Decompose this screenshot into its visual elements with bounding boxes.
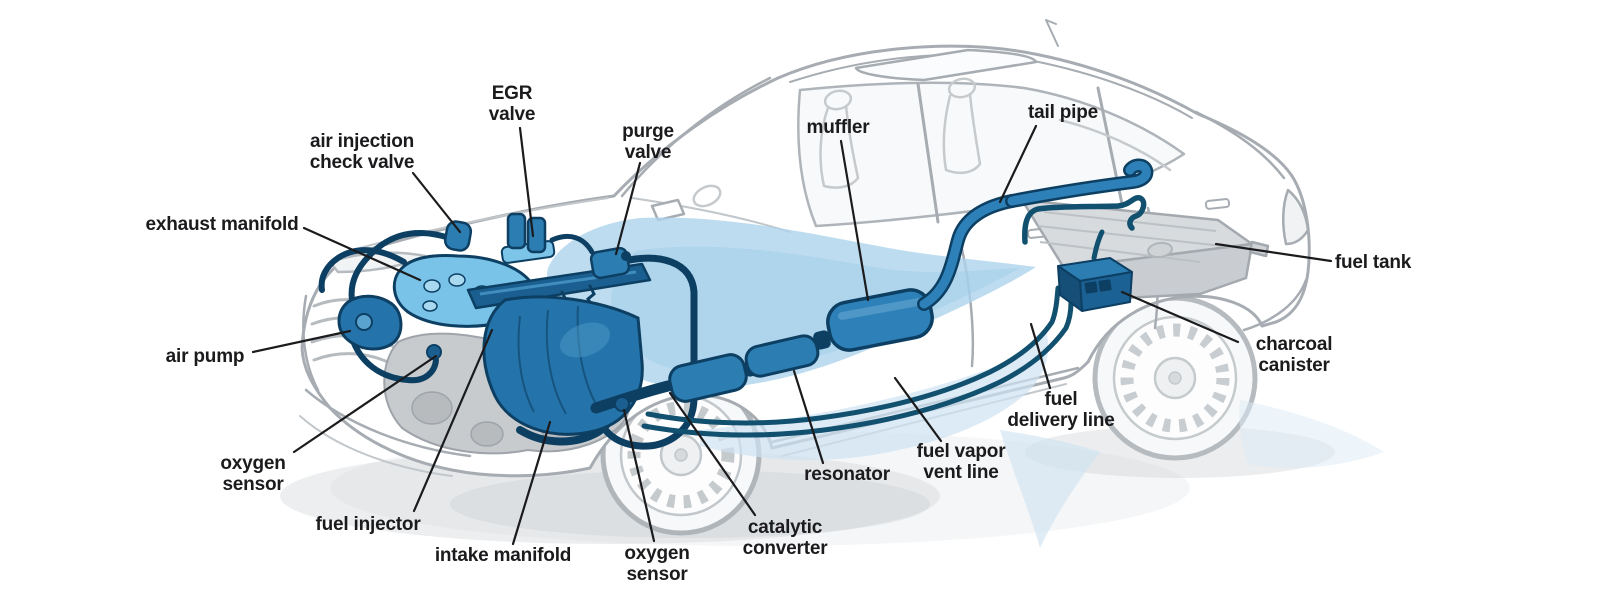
vent-line-over-tank: [1022, 194, 1147, 245]
leader-exhaust-manifold: [302, 226, 422, 282]
door-handle-rear: [1204, 198, 1231, 210]
leader-oxygen-sensor-front: [292, 354, 438, 454]
catalytic-converter-part: [668, 353, 748, 403]
front-bumper-line-1: [304, 388, 472, 458]
headrest-front: [823, 89, 853, 111]
muffler-highlight: [838, 298, 922, 320]
charcoal-canister-part: [1057, 257, 1133, 312]
leader-lines: [251, 124, 1333, 546]
label-exhaust-manifold: exhaust manifold: [145, 214, 299, 235]
resonator-muffler-joint: [813, 330, 831, 350]
leader-fuel-delivery-line: [1029, 322, 1052, 390]
label-tail-pipe: tail pipe: [1028, 102, 1098, 123]
leader-egr-valve: [518, 126, 535, 238]
mirror: [650, 198, 686, 222]
blue-wash: [546, 217, 1384, 548]
air-pump-hose: [349, 335, 439, 384]
leader-charcoal-canister: [1120, 290, 1240, 344]
intake-ribs: [517, 305, 599, 415]
leader-intake-manifold: [511, 420, 552, 546]
leader-tail-pipe: [998, 124, 1038, 204]
grille-outline: [302, 294, 320, 392]
tail-light: [1282, 188, 1310, 246]
label-muffler: muffler: [806, 117, 870, 138]
sunroof: [854, 48, 1038, 82]
canister-tank-line: [1091, 229, 1105, 261]
air-injection-check-valve-part: [443, 220, 473, 252]
leader-catalytic-converter: [668, 391, 757, 517]
fuel-vapor-vent-line-part: [641, 299, 1074, 438]
oxygen-sensor-front-part: [426, 344, 442, 360]
heater-loop-hose: [594, 254, 698, 450]
leader-purge-valve: [614, 161, 642, 256]
intake-manifold-part: [482, 295, 644, 436]
air-pump-pulley: [355, 313, 373, 331]
headrest-rear: [947, 77, 977, 99]
antenna: [1045, 19, 1059, 47]
exhaust-system: [590, 158, 1154, 414]
label-resonator: resonator: [804, 464, 890, 485]
manifold-crossover: [318, 247, 407, 293]
leader-fuel-tank: [1214, 242, 1333, 263]
muffler-outlet-pipe: [919, 196, 1017, 309]
seat-rear: [942, 92, 982, 175]
label-fuel-injector: fuel injector: [315, 514, 421, 535]
purge-valve-nipple: [621, 251, 631, 261]
rear-bumper-crease: [1242, 278, 1308, 332]
seat-front: [819, 104, 860, 189]
engine-assembly: [337, 212, 652, 436]
engine-cat-connector: [590, 380, 674, 414]
oxygen-sensor-rear-part: [614, 396, 630, 412]
check-valve-hose: [348, 230, 458, 303]
steering-wheel: [692, 184, 722, 208]
label-intake-manifold: intake manifold: [434, 545, 572, 566]
leader-muffler: [839, 139, 870, 302]
leader-air-injection-check-valve: [411, 171, 462, 234]
b-pillar: [916, 82, 940, 224]
leader-resonator: [792, 369, 825, 465]
leader-fuel-injector: [412, 328, 494, 513]
tail-pipe-part: [1007, 161, 1151, 206]
leader-air-pump: [251, 329, 352, 354]
leader-fuel-vapor-vent-line: [893, 376, 943, 443]
trunk-seam: [1194, 110, 1286, 180]
rear-deck-line: [1058, 118, 1172, 172]
interior-sketch: [692, 77, 1172, 208]
label-fuel-tank: fuel tank: [1334, 252, 1412, 273]
egr-purge-hose: [549, 234, 595, 255]
leader-oxygen-sensor-rear: [622, 408, 656, 543]
fuel-lines: [641, 194, 1147, 438]
fuel-delivery-line-part: [645, 285, 1061, 426]
label-air-pump: air pump: [165, 346, 245, 367]
fuel-tank-part: [1020, 198, 1270, 302]
intake-highlight: [559, 322, 611, 358]
